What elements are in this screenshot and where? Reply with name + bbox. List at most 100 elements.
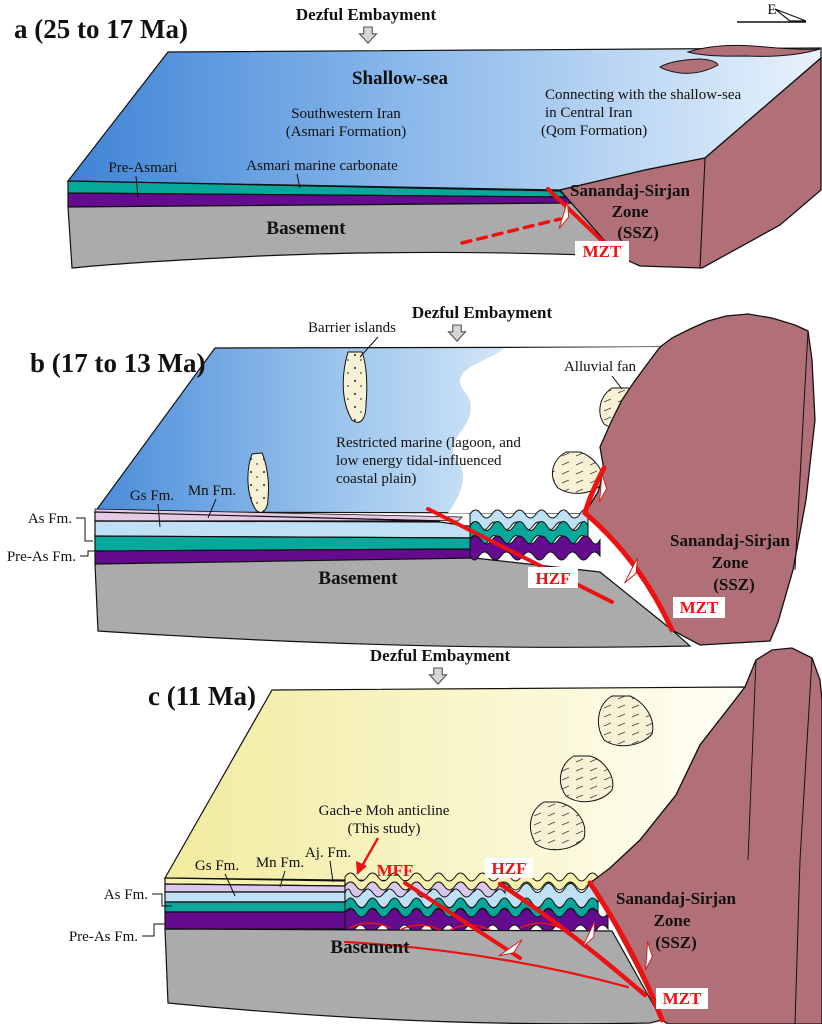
mishan-layer-c bbox=[164, 883, 346, 893]
mzt-label-bg-c bbox=[656, 988, 708, 1009]
sw-iran-line1: Southwestern Iran bbox=[291, 106, 401, 122]
ssz-facet-line-c1 bbox=[794, 657, 813, 1024]
asmari-label: Asmari marine carbonate bbox=[246, 158, 398, 174]
barrier-island-2 bbox=[247, 452, 269, 513]
panel-c-title: c (11 Ma) bbox=[148, 681, 256, 711]
mzt-fault-c bbox=[587, 880, 665, 1023]
embayment-label-c: Dezful Embayment bbox=[370, 646, 511, 665]
embayment-label-a: Dezful Embayment bbox=[296, 5, 437, 24]
gachsaran-layer-c bbox=[164, 891, 346, 903]
as-label-b: As Fm. bbox=[28, 511, 72, 527]
anticline-arrow-line bbox=[360, 837, 380, 867]
hzf-label-bg-b bbox=[528, 567, 578, 588]
mzt-label-b: MZT bbox=[680, 598, 719, 617]
pre-as-label-c: Pre-As Fm. bbox=[69, 929, 138, 945]
mff-label-c: MFF bbox=[377, 861, 414, 880]
mff-fault-c bbox=[403, 881, 522, 960]
mzt-fault-b bbox=[582, 465, 675, 633]
basement-block-a bbox=[67, 202, 620, 269]
restricted-line2: low energy tidal-influenced bbox=[336, 453, 502, 469]
embayment-arrow-icon-c bbox=[428, 667, 448, 685]
island-sliver-a bbox=[686, 44, 821, 57]
connect-line1: Connecting with the shallow-sea bbox=[545, 87, 742, 103]
shallow-sea-label: Shallow-sea bbox=[352, 68, 449, 89]
as-bracket-b bbox=[76, 517, 93, 542]
barrier-island-1 bbox=[342, 351, 368, 423]
basement-label-b: Basement bbox=[318, 568, 398, 589]
panel-a-title: a (25 to 17 Ma) bbox=[14, 14, 188, 44]
hzf-fault-b bbox=[426, 507, 614, 604]
ssz-label-line2-c: Zone bbox=[654, 911, 691, 930]
pre-as-bracket-b bbox=[80, 550, 95, 557]
ssz-label-line1-a: Sanandaj-Sirjan bbox=[570, 181, 691, 200]
asmari-pointer bbox=[296, 173, 301, 189]
ssz-label-line3-c: (SSZ) bbox=[655, 933, 697, 952]
mzt-fault-dashed-a bbox=[460, 217, 562, 245]
fold-thrust-squiggle bbox=[349, 922, 561, 931]
ssz-label-line1-b: Sanandaj-Sirjan bbox=[670, 531, 791, 550]
mzt-label-c: MZT bbox=[663, 989, 702, 1008]
gs-pointer-c bbox=[224, 873, 236, 897]
connect-line3: (Qom Formation) bbox=[541, 123, 647, 139]
anticline-arrowhead-icon bbox=[356, 861, 367, 875]
mn-label-b: Mn Fm. bbox=[188, 483, 236, 499]
connect-line2: in Central Iran bbox=[545, 105, 633, 121]
gs-label-c: Gs Fm. bbox=[195, 858, 239, 874]
ssz-label-line2-b: Zone bbox=[712, 553, 749, 572]
fold-band-mishan-c bbox=[344, 881, 506, 898]
panel-c: c (11 Ma) Dezful Embayment Gach-e Moh an… bbox=[69, 646, 822, 1024]
basement-label-c: Basement bbox=[330, 937, 410, 958]
alluvial-fan-c1 bbox=[597, 695, 654, 747]
mzt-label-bg-b bbox=[673, 597, 725, 618]
ssz-label-line2-a: Zone bbox=[612, 202, 649, 221]
ssz-label-line3-b: (SSZ) bbox=[713, 575, 755, 594]
alluvial-fan-label-b: Alluvial fan bbox=[564, 359, 637, 375]
alluvial-fan-c2 bbox=[559, 755, 614, 803]
pre-asmari-layer-c bbox=[164, 911, 346, 930]
restricted-line1: Restricted marine (lagoon, and bbox=[336, 435, 521, 451]
ssz-facet-line-c2 bbox=[747, 659, 757, 861]
compass-label: E bbox=[767, 2, 776, 18]
mzt-label-a: MZT bbox=[583, 242, 622, 261]
pre-asmari-label: Pre-Asmari bbox=[108, 160, 177, 176]
barrier-islands-pointer bbox=[359, 336, 379, 358]
as-label-c: As Fm. bbox=[104, 887, 148, 903]
gs-label-b: Gs Fm. bbox=[130, 488, 174, 504]
mn-pointer-b bbox=[207, 498, 217, 519]
mn-pointer-c bbox=[279, 870, 286, 888]
embayment-label-b: Dezful Embayment bbox=[412, 303, 553, 322]
ssz-label-line3-a: (SSZ) bbox=[617, 223, 659, 242]
island-blob-a bbox=[659, 58, 719, 74]
coastal-land-b bbox=[448, 347, 660, 513]
anticline-label-line2: (This study) bbox=[348, 821, 421, 837]
basement-label-a: Basement bbox=[266, 218, 346, 239]
embayment-arrow-icon-a bbox=[358, 26, 378, 44]
restricted-line3: coastal plain) bbox=[336, 471, 416, 487]
alluvial-fan-pointer-b bbox=[611, 375, 623, 390]
fold-band-preasmari-b bbox=[469, 535, 601, 561]
barrier-islands-label: Barrier islands bbox=[308, 320, 396, 336]
sw-iran-line2: (Asmari Formation) bbox=[286, 124, 406, 140]
anticline-label-line1: Gach-e Moh anticline bbox=[319, 803, 450, 819]
panel-a: a (25 to 17 Ma) Dezful Embayment E Shall… bbox=[14, 2, 822, 269]
mff-deep-fault-c bbox=[343, 940, 630, 989]
pre-as-bracket-c bbox=[142, 923, 166, 937]
hzf-label-b: HZF bbox=[536, 569, 571, 588]
mzt-label-bg-a bbox=[575, 241, 629, 262]
panel-b-title: b (17 to 13 Ma) bbox=[30, 348, 205, 378]
hzf-label-bg-c bbox=[485, 858, 533, 878]
ssz-facet-line-a bbox=[699, 157, 706, 269]
gachsaran-layer-b bbox=[94, 520, 475, 539]
hzf-label-c: HZF bbox=[492, 859, 527, 878]
ssz-facet-line-b bbox=[794, 330, 809, 571]
alluvial-fan-b2 bbox=[551, 451, 604, 494]
alluvial-fan-c3 bbox=[529, 801, 586, 851]
asmari-layer-c bbox=[164, 901, 346, 913]
panel-b: b (17 to 13 Ma) Barrier islands Dezful E… bbox=[7, 303, 816, 648]
pre-asmari-pointer bbox=[135, 175, 139, 199]
compass-arrowhead-icon bbox=[774, 8, 807, 22]
embayment-arrow-icon-b bbox=[447, 324, 467, 342]
hzf-fault-c bbox=[497, 881, 648, 998]
